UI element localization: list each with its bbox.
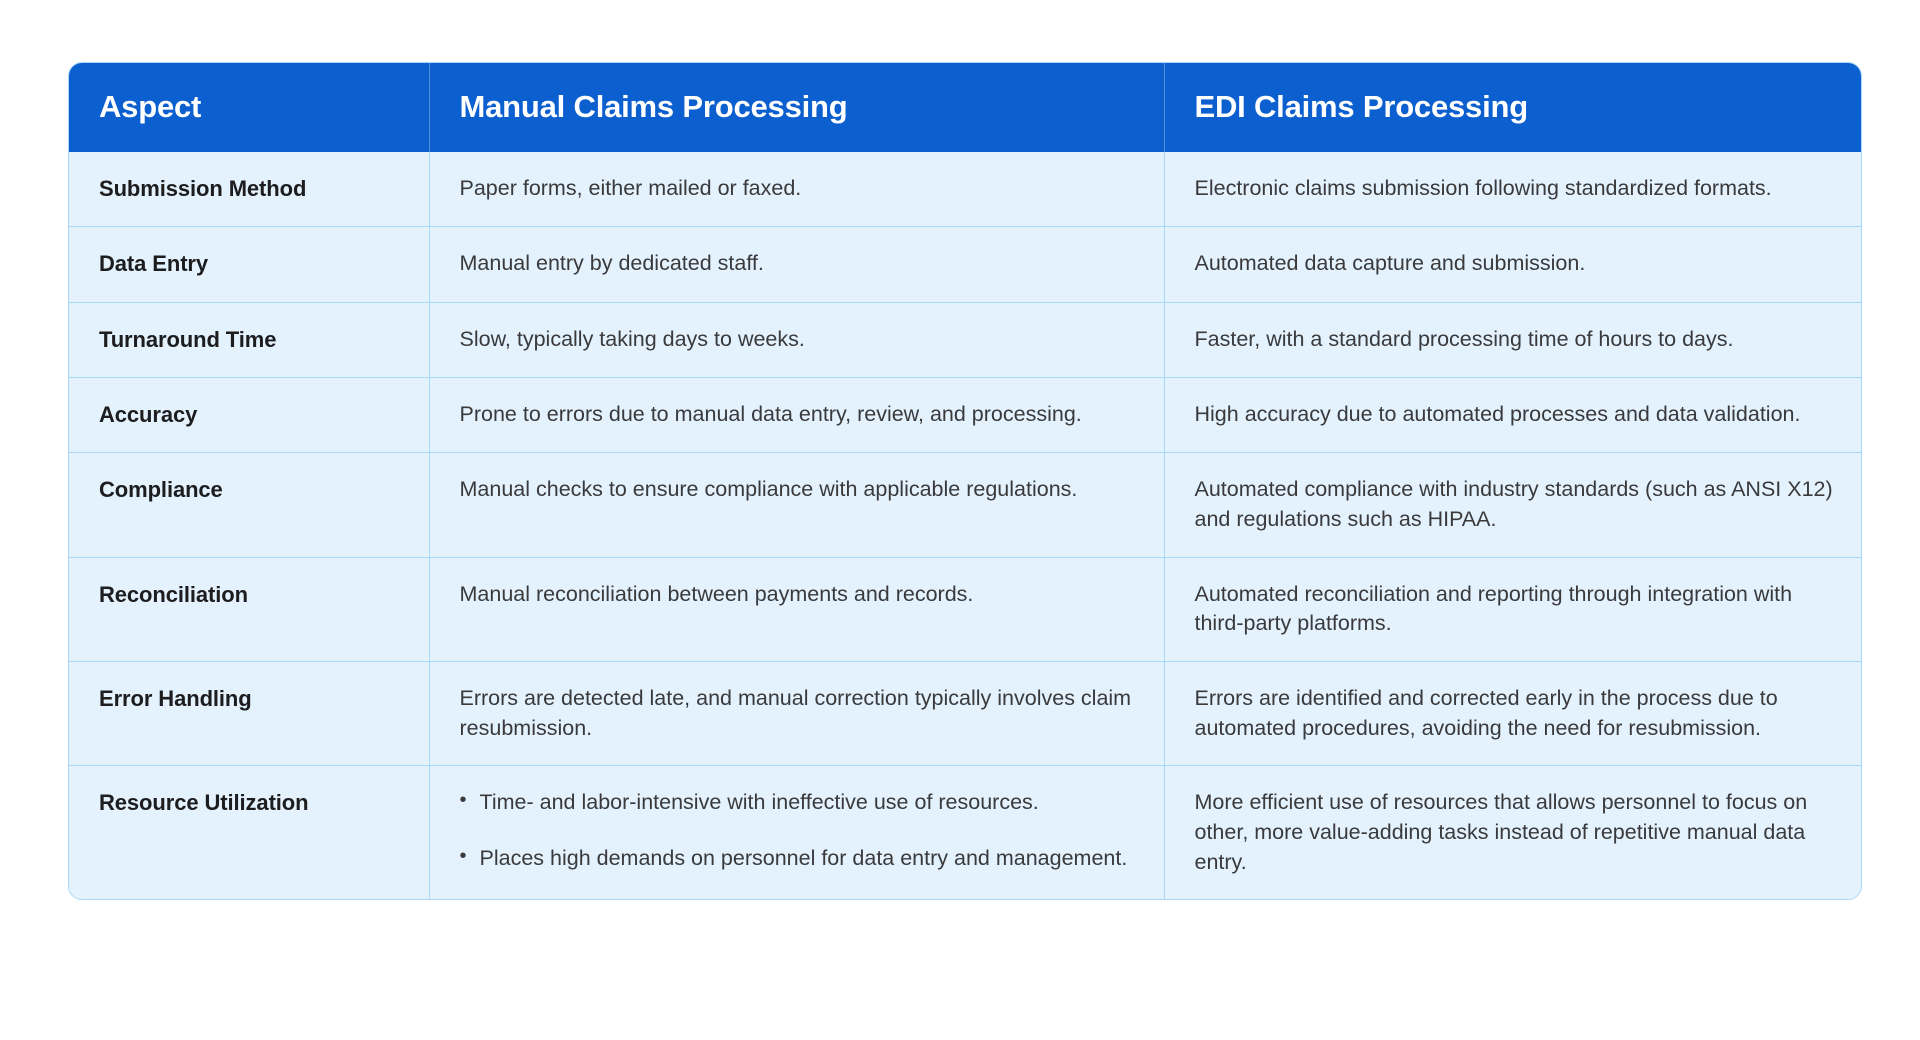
edi-cell-text: More efficient use of resources that all… (1194, 790, 1808, 874)
aspect-label: Error Handling (69, 661, 430, 766)
manual-cell-text: Prone to errors due to manual data entry… (459, 402, 1082, 427)
edi-cell-text: Automated data capture and submission. (1194, 251, 1586, 276)
manual-cell-text: Manual entry by dedicated staff. (459, 251, 764, 276)
manual-cell-text: Slow, typically taking days to weeks. (459, 326, 805, 351)
edi-cell-text: Errors are identified and corrected earl… (1194, 686, 1778, 740)
aspect-label: Turnaround Time (69, 301, 430, 378)
edi-cell: Automated reconciliation and reporting t… (1164, 556, 1861, 662)
edi-cell-text: Automated reconciliation and reporting t… (1194, 581, 1793, 636)
aspect-label: Accuracy (69, 377, 430, 453)
manual-cell: Time- and labor-intensive with ineffecti… (429, 765, 1165, 900)
list-item: Time- and labor-intensive with ineffecti… (460, 787, 1138, 818)
manual-bullet-list: Time- and labor-intensive with ineffecti… (460, 787, 1138, 874)
header-row: Aspect Manual Claims Processing EDI Clai… (69, 63, 1861, 152)
comparison-table: Aspect Manual Claims Processing EDI Clai… (69, 63, 1861, 900)
manual-cell: Prone to errors due to manual data entry… (429, 377, 1165, 453)
manual-cell: Paper forms, either mailed or faxed. (429, 152, 1165, 227)
aspect-label: Submission Method (69, 152, 430, 227)
table-row: Submission Method Paper forms, either ma… (69, 152, 1861, 227)
manual-cell-text: Errors are detected late, and manual cor… (459, 686, 1132, 740)
edi-cell-text: Automated compliance with industry stand… (1194, 477, 1833, 532)
table-row: Reconciliation Manual reconciliation bet… (69, 556, 1861, 662)
aspect-label: Data Entry (69, 226, 430, 303)
manual-cell: Manual entry by dedicated staff. (429, 226, 1165, 303)
table-row: Turnaround Time Slow, typically taking d… (69, 301, 1861, 378)
table-row: Error Handling Errors are detected late,… (69, 661, 1861, 766)
manual-cell-text: Paper forms, either mailed or faxed. (459, 176, 802, 200)
table-row: Compliance Manual checks to ensure compl… (69, 452, 1861, 558)
edi-cell: Electronic claims submission following s… (1164, 152, 1861, 227)
manual-cell: Errors are detected late, and manual cor… (429, 661, 1165, 766)
manual-cell: Slow, typically taking days to weeks. (429, 301, 1165, 378)
manual-cell-text: Manual reconciliation between payments a… (459, 581, 974, 606)
column-header-aspect: Aspect (69, 63, 430, 152)
column-header-manual-claims-processing: Manual Claims Processing (429, 63, 1165, 152)
table-row: Resource Utilization Time- and labor-int… (69, 765, 1861, 900)
aspect-label: Reconciliation (69, 556, 430, 662)
column-header-edi-claims-processing: EDI Claims Processing (1164, 63, 1861, 152)
edi-cell: Automated compliance with industry stand… (1164, 452, 1861, 558)
manual-cell: Manual checks to ensure compliance with … (429, 452, 1165, 558)
edi-cell-text: Faster, with a standard processing time … (1194, 326, 1734, 351)
aspect-label: Resource Utilization (69, 765, 430, 900)
edi-cell: Faster, with a standard processing time … (1164, 301, 1861, 378)
edi-cell: More efficient use of resources that all… (1164, 765, 1861, 900)
table-row: Accuracy Prone to errors due to manual d… (69, 377, 1861, 453)
comparison-table-container: Aspect Manual Claims Processing EDI Clai… (68, 62, 1862, 901)
manual-cell-text: Manual checks to ensure compliance with … (459, 477, 1078, 502)
list-item: Places high demands on personnel for dat… (460, 843, 1138, 874)
edi-cell-text: Electronic claims submission following s… (1194, 176, 1772, 200)
table-row: Data Entry Manual entry by dedicated sta… (69, 226, 1861, 303)
aspect-label: Compliance (69, 452, 430, 558)
table-header: Aspect Manual Claims Processing EDI Clai… (69, 63, 1861, 152)
edi-cell-text: High accuracy due to automated processes… (1194, 402, 1801, 427)
manual-cell: Manual reconciliation between payments a… (429, 556, 1165, 662)
edi-cell: High accuracy due to automated processes… (1164, 377, 1861, 453)
edi-cell: Errors are identified and corrected earl… (1164, 661, 1861, 766)
table-body: Submission Method Paper forms, either ma… (69, 152, 1861, 900)
edi-cell: Automated data capture and submission. (1164, 226, 1861, 303)
